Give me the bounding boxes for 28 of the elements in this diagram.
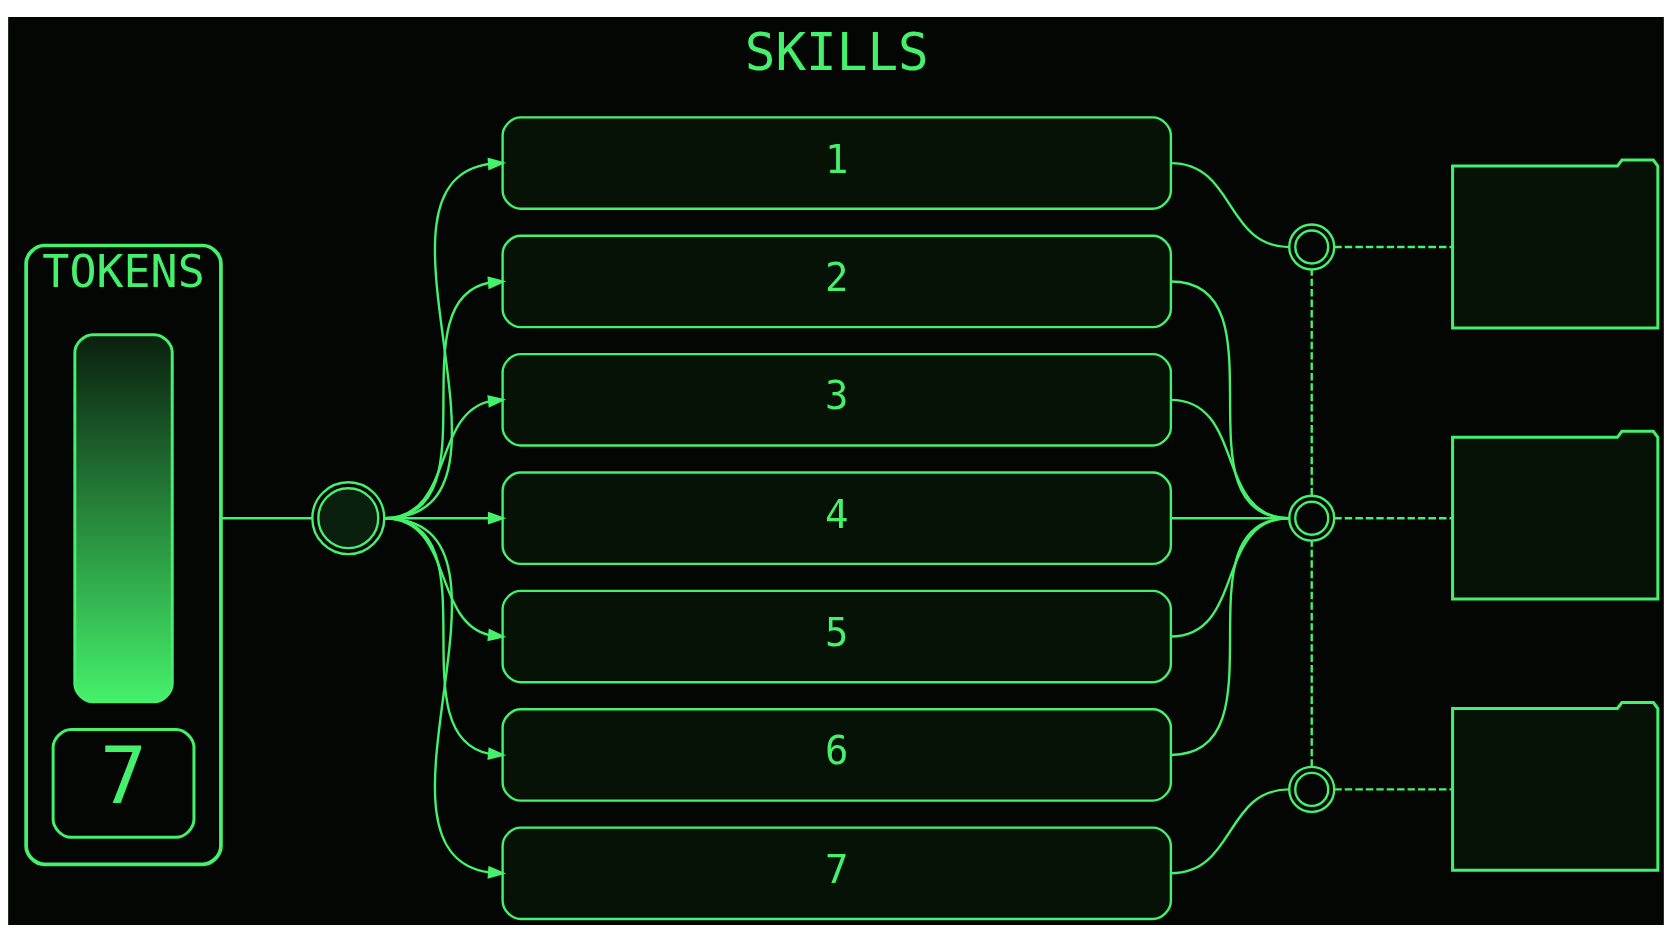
connector	[1334, 516, 1453, 519]
node-box: 6	[501, 707, 1173, 802]
connector	[1334, 787, 1453, 791]
node-bar	[73, 332, 174, 703]
node-box: 1	[501, 115, 1173, 210]
connector	[220, 516, 313, 519]
label: SKILLS	[744, 22, 929, 82]
node-circle	[1288, 494, 1336, 542]
node-box: 2	[501, 234, 1173, 328]
node-box: 4	[501, 470, 1173, 565]
node-box: 7	[51, 727, 196, 839]
connector	[1334, 245, 1453, 248]
node-circle	[1288, 222, 1336, 271]
node-folder	[1451, 700, 1660, 872]
node-folder	[1451, 158, 1660, 329]
arrow	[384, 516, 507, 879]
connector	[1170, 516, 1290, 756]
node-box: 7	[501, 825, 1173, 920]
node-box: 3	[501, 352, 1173, 447]
connector	[1170, 787, 1290, 874]
arrow	[384, 516, 507, 760]
node-circle	[311, 480, 386, 555]
node-folder	[1451, 429, 1660, 601]
connector	[1310, 540, 1313, 767]
node-circle	[1288, 765, 1336, 813]
node-box: 5	[501, 589, 1173, 683]
connector	[1170, 161, 1290, 248]
connector	[1310, 268, 1313, 496]
